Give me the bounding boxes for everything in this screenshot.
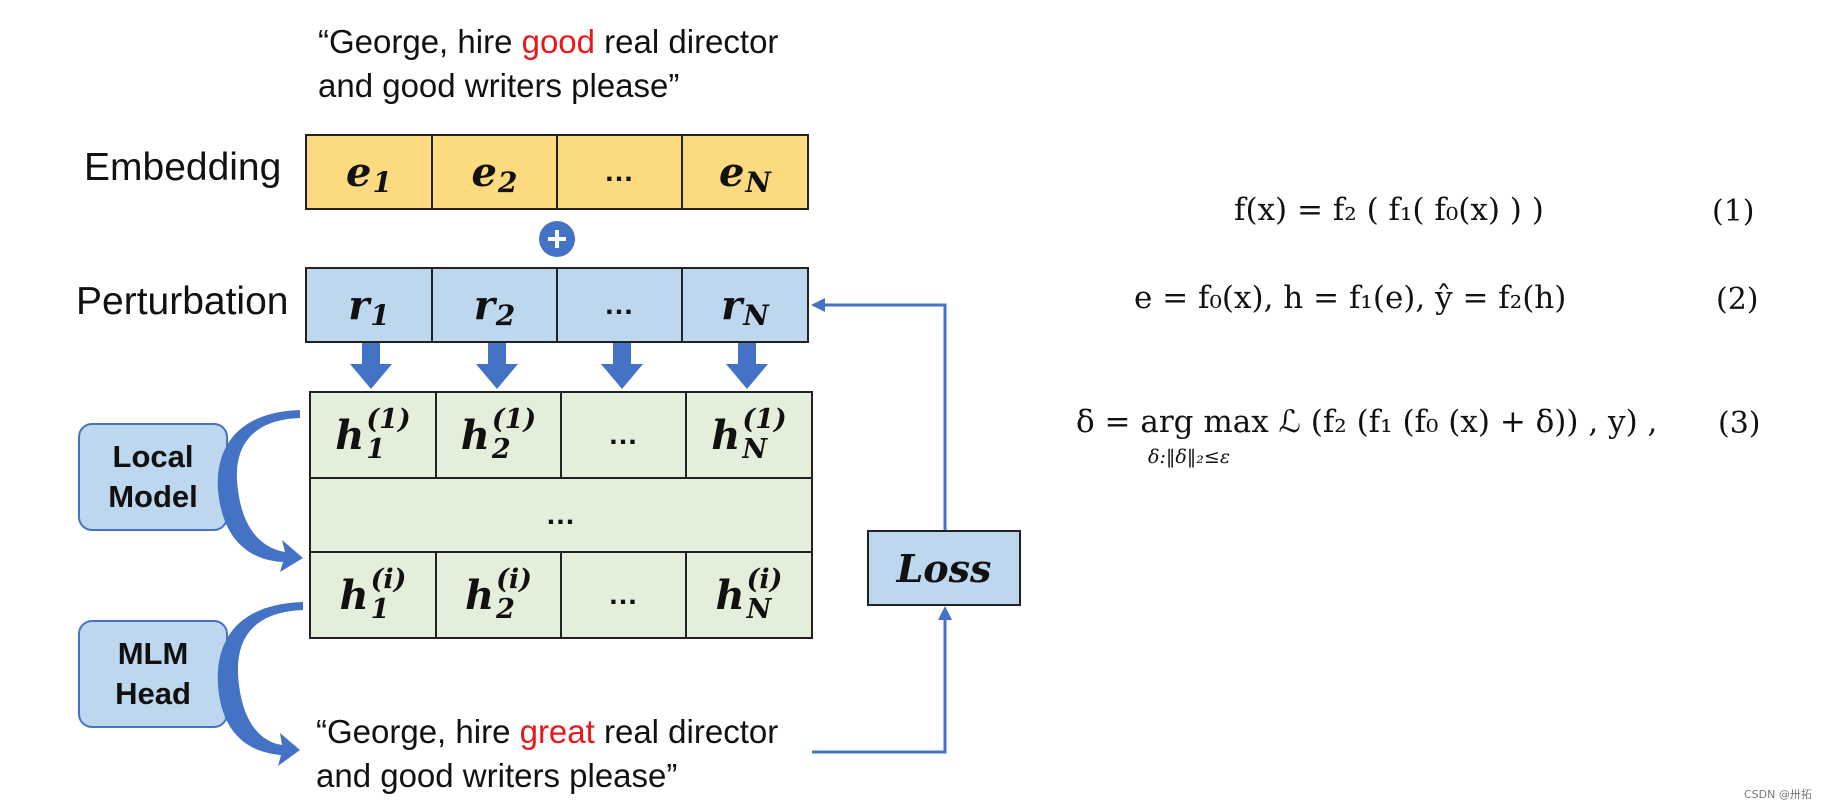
output-to-loss-line (812, 606, 952, 754)
plus-icon (539, 221, 575, 257)
output-highlight-word: great (519, 713, 595, 750)
hidden-cell-1-n: h(1)N (685, 391, 813, 479)
down-arrow-2 (476, 343, 518, 389)
hidden-cell-1-2: h(1)2 (435, 391, 562, 479)
mlm-head-curved-arrow (217, 602, 303, 766)
output-sentence: “George, hire great real director and go… (316, 710, 778, 798)
perturbation-cell-ellipsis: … (556, 267, 683, 343)
down-arrow-1 (350, 343, 392, 389)
embedding-cell-ellipsis: … (556, 134, 683, 210)
loss-box: Loss (867, 530, 1021, 606)
equation-1-number: (1) (1712, 194, 1755, 229)
output-sentence-line1: “George, hire great real director (316, 713, 779, 750)
perturbation-label: Perturbation (76, 280, 289, 323)
equation-3-constraint: δ:‖δ‖₂≤ε (1148, 446, 1231, 468)
hidden-middle-ellipsis: … (309, 477, 813, 553)
equation-3: δ = arg max ℒ (f₂ (f₁ (f₀ (x) + δ)) , y)… (1076, 404, 1658, 440)
down-arrow-3 (601, 343, 643, 389)
equation-2: e = f₀(x), h = f₁(e), ŷ = f₂(h) (1134, 280, 1567, 316)
equation-3-number: (3) (1718, 406, 1761, 441)
hidden-cell-i-2: h(i)2 (435, 551, 562, 639)
hidden-cell-1-1: h(1)1 (309, 391, 437, 479)
hidden-cell-1-ellipsis: … (560, 391, 687, 479)
input-sentence: “George, hire good real director and goo… (318, 20, 778, 108)
loss-to-perturbation-line (811, 298, 947, 530)
equation-1: f(x) = f₂ ( f₁( f₀(x) ) ) (1234, 192, 1544, 228)
output-sentence-line2: and good writers please” (316, 757, 678, 794)
down-arrow-4 (726, 343, 768, 389)
input-sentence-line2: and good writers please” (318, 67, 680, 104)
hidden-cell-i-n: h(i)N (685, 551, 813, 639)
equation-2-number: (2) (1716, 282, 1759, 317)
watermark: CSDN @卅拓 (1744, 788, 1812, 801)
input-highlight-word: good (521, 23, 596, 60)
embedding-label: Embedding (84, 146, 282, 189)
local-model-curved-arrow (217, 410, 303, 572)
hidden-cell-i-ellipsis: … (560, 551, 687, 639)
hidden-cell-i-1: h(i)1 (309, 551, 437, 639)
input-sentence-line1: “George, hire good real director (318, 23, 779, 60)
